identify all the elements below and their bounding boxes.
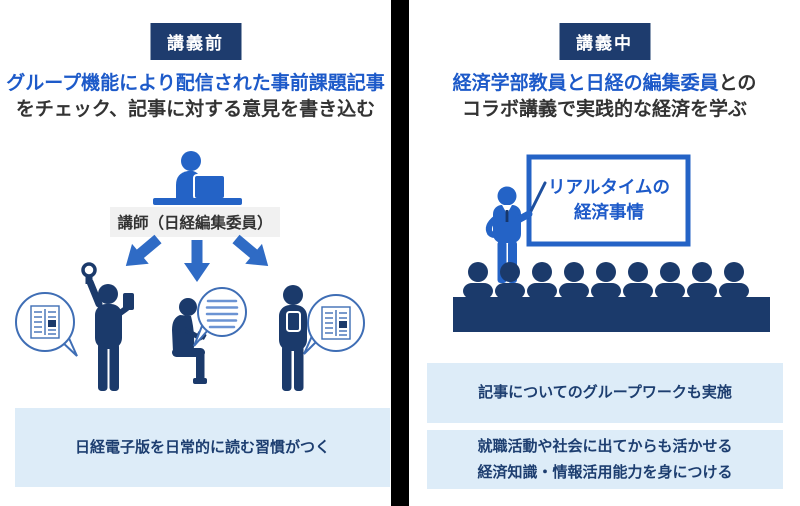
student-holding-phone-icon <box>279 285 307 391</box>
badge-label: 講義中 <box>576 34 633 53</box>
presenter-with-pointer-icon <box>485 181 547 283</box>
headline-line2: をチェック、記事に対する意見を書き込む <box>15 99 376 120</box>
whiteboard-text-line1: リアルタイムの <box>548 177 670 197</box>
during-lecture-headline: 経済学部教員と日経の編集委員との コラボ講義で実践的な経済を学ぶ <box>409 71 800 123</box>
student-with-phone-strap-icon <box>81 262 134 391</box>
headline-line2: コラボ講義で実践的な経済を学ぶ <box>461 99 747 120</box>
before-lecture-headline: グループ機能により配信された事前課題記事 をチェック、記事に対する意見を書き込む <box>0 71 391 123</box>
panel-divider <box>391 0 409 506</box>
speech-bubble-text-icon <box>193 287 247 347</box>
instructor-label-bar <box>110 207 280 237</box>
headline-line1: グループ機能により配信された事前課題記事 <box>6 73 385 94</box>
speech-bubble-article-icon <box>15 292 78 357</box>
before-lecture-badge: 講義前 <box>150 23 241 60</box>
note-text: 日経電子版を日常的に読む習慣がつく <box>74 438 330 456</box>
note-text-line1: 就職活動や社会に出てからも活かせる <box>477 437 733 455</box>
note-text-line2: 経済知識・情報活用能力を身につける <box>477 463 733 481</box>
during-lecture-illustration: リアルタイムの 経済事情 <box>453 154 770 332</box>
headline-line1-blue: 経済学部教員と日経の編集委員 <box>452 73 719 94</box>
before-lecture-illustration: 講師（日経編集委員） <box>15 151 365 391</box>
lecture-desk <box>453 297 770 332</box>
instructor-at-laptop-icon <box>153 151 242 205</box>
panel-before-lecture: 講義前 グループ機能により配信された事前課題記事 をチェック、記事に対する意見を… <box>0 0 391 506</box>
panel-during-lecture: 講義中 経済学部教員と日経の編集委員との コラボ講義で実践的な経済を学ぶ リアル… <box>409 0 800 506</box>
student-seated-phone-icon <box>172 298 207 384</box>
whiteboard-text-line2: 経済事情 <box>574 202 644 222</box>
headline-line1: 経済学部教員と日経の編集委員との <box>409 71 800 97</box>
during-lecture-note-box-1: 記事についてのグループワークも実施 <box>427 363 783 423</box>
audience-row-icon <box>463 262 749 299</box>
whiteboard-icon: リアルタイムの 経済事情 <box>526 154 691 247</box>
badge-label: 講義前 <box>167 34 224 53</box>
headline-line1-dark: との <box>718 73 757 94</box>
during-lecture-note-box-2: 就職活動や社会に出てからも活かせる 経済知識・情報活用能力を身につける <box>427 430 783 489</box>
instructor-label: 講師（日経編集委員） <box>117 213 272 232</box>
before-lecture-note-box: 日経電子版を日常的に読む習慣がつく <box>15 408 390 487</box>
distribution-arrows-icon <box>125 234 269 282</box>
speech-bubble-article-icon <box>303 294 365 355</box>
note-text: 記事についてのグループワークも実施 <box>478 384 732 401</box>
during-lecture-badge: 講義中 <box>559 23 650 60</box>
